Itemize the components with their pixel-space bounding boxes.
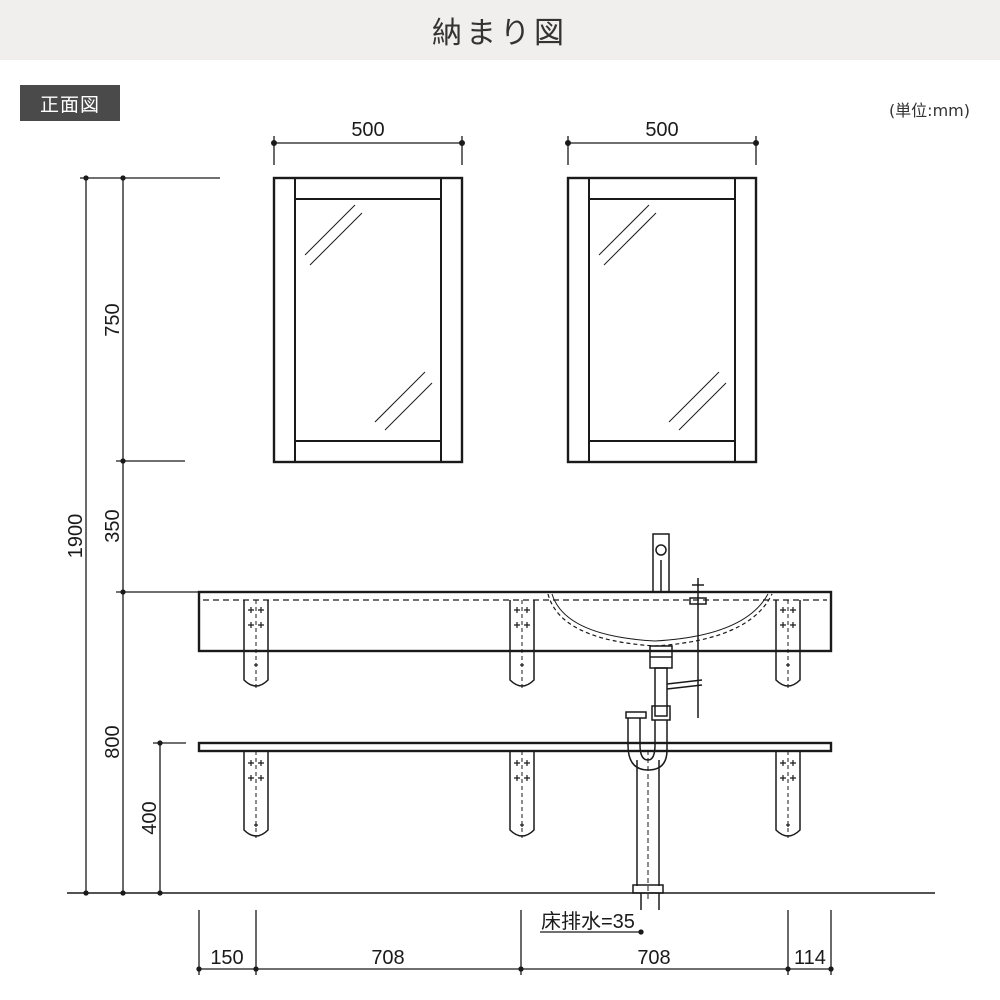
dim-total-height: 1900 [65,514,87,559]
dim-shelf-height: 400 [139,801,161,834]
dim-bottom-114: 114 [794,947,826,969]
upper-bracket-right [775,600,801,688]
dim-bottom-708-left: 708 [371,947,404,969]
mirror-left [272,176,464,464]
page-title: 納まり図 [432,16,568,51]
view-label-badge: 正面図 [20,85,120,121]
vertical-dimensions [80,175,220,896]
unit-note: (単位:mm) [888,101,970,120]
mirror-right [566,176,758,464]
dim-mirror-to-counter: 350 [102,509,124,542]
dim-mirror-height: 750 [102,303,124,336]
dim-mirror-right-width: 500 [645,119,678,141]
counter-top [197,590,833,653]
lower-shelf [197,741,833,753]
dim-bottom-708-right: 708 [637,947,670,969]
upper-bracket-left [243,600,269,688]
bracket-screws [248,607,796,827]
dim-floor-drain: 床排水=35 [541,910,635,933]
mirror-left-width-dimension [271,136,465,165]
faucet [652,533,707,718]
dim-counter-height: 800 [102,725,124,758]
bottom-dimensions [196,910,834,975]
mirror-right-width-dimension [565,136,759,165]
dim-mirror-left-width: 500 [351,119,384,141]
title-bar: 納まり図 [0,0,1000,60]
drain-trap [625,645,703,910]
dim-bottom-150: 150 [210,947,243,969]
upper-bracket-middle [509,600,535,688]
